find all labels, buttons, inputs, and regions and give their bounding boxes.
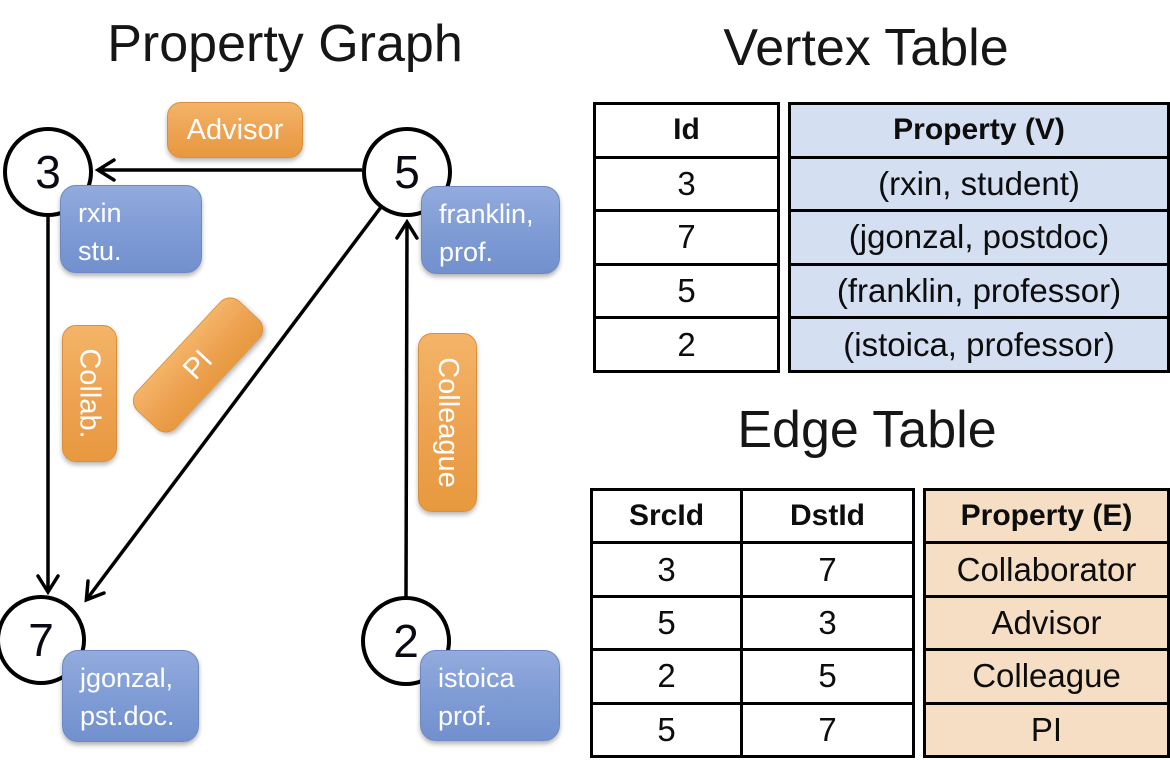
- edge-table-header-property: Property (E): [926, 491, 1167, 542]
- edge-label-text: Advisor: [186, 113, 284, 146]
- vertex-property-card-istoica: istoica prof.: [420, 650, 560, 741]
- vertex-property-cell: (istoica, professor): [791, 319, 1167, 370]
- edge-srcid-cell: 5: [593, 704, 743, 756]
- edge-label-collab: Collab.: [62, 325, 117, 462]
- vertex-id-cell: 7: [677, 218, 696, 256]
- card-line: franklin,: [439, 199, 534, 229]
- vertex-node-3-id: 3: [35, 146, 61, 198]
- edge-table-header-srcid: SrcId: [593, 491, 743, 542]
- property-graph-title: Property Graph: [107, 15, 463, 73]
- vertex-property-cell: (franklin, professor): [791, 265, 1167, 317]
- vertex-table-header-id: Id: [673, 113, 700, 147]
- edge-property-cell: Colleague: [926, 651, 1167, 702]
- vertex-node-5-id: 5: [394, 146, 420, 198]
- edge-srcid-cell: 2: [593, 651, 743, 702]
- edge-srcid-cell: 5: [593, 597, 743, 649]
- edge-label-text: Colleague: [432, 357, 465, 488]
- card-line: jgonzal,: [80, 663, 174, 693]
- edge-table: SrcId DstId 3 7 5 3 2 5 5 7 Property (E)…: [590, 488, 1170, 758]
- vertex-property-cell: (rxin, student): [791, 158, 1167, 210]
- vertex-node-5: 5: [362, 127, 452, 217]
- card-line: stu.: [78, 236, 122, 267]
- graph-edges-layer: [36, 158, 419, 603]
- edge-property-cell: Collaborator: [926, 544, 1167, 595]
- vertex-id-cell: 2: [677, 325, 696, 363]
- edge-dstid-cell: 7: [818, 710, 837, 748]
- card-line: prof.: [438, 701, 493, 732]
- vertex-property-cell: (jgonzal, postdoc): [791, 212, 1167, 263]
- vertex-table: Id 3 7 5 2 Property (V) (rxin, student) …: [593, 102, 1170, 373]
- card-line: prof.: [439, 237, 494, 268]
- edge-dstid-cell: 5: [818, 657, 837, 695]
- vertex-id-cell: 5: [677, 272, 696, 310]
- edge-table-title: Edge Table: [737, 401, 997, 459]
- edge-table-id-columns: SrcId DstId 3 7 5 3 2 5 5 7: [590, 488, 915, 758]
- edge-pi-line-5-to-7: [84, 205, 383, 603]
- edge-dstid-cell: 3: [818, 604, 837, 642]
- vertex-table-id-column: Id 3 7 5 2: [593, 102, 780, 373]
- card-line: rxin: [78, 198, 122, 228]
- edge-srcid-cell: 3: [593, 544, 743, 595]
- vertex-property-card-jgonzal: jgonzal, pst.doc.: [62, 650, 199, 742]
- edge-label-text: Collab.: [74, 348, 106, 439]
- edge-label-colleague: Colleague: [418, 333, 477, 512]
- edge-colleague-line-2-to-5: [395, 218, 419, 598]
- vertex-table-title: Vertex Table: [723, 19, 1009, 77]
- edge-label-advisor: Advisor: [167, 102, 303, 158]
- edge-property-cell: Advisor: [926, 597, 1167, 649]
- vertex-property-card-rxin: rxin stu.: [60, 185, 202, 273]
- edge-property-cell: PI: [926, 704, 1167, 756]
- card-line: istoica: [438, 663, 515, 693]
- vertex-property-card-franklin: franklin, prof.: [421, 186, 560, 274]
- vertex-node-2-id: 2: [393, 615, 419, 667]
- edge-table-property-column: Property (E) Collaborator Advisor Collea…: [923, 488, 1170, 758]
- edge-dstid-cell: 7: [818, 550, 837, 588]
- edge-table-header-dstid: DstId: [790, 499, 865, 533]
- vertex-id-cell: 3: [677, 164, 696, 202]
- vertex-table-property-column: Property (V) (rxin, student) (jgonzal, p…: [788, 102, 1170, 373]
- edge-label-text: PI: [176, 343, 219, 386]
- card-line: pst.doc.: [80, 701, 175, 732]
- vertex-table-header-property: Property (V): [791, 105, 1167, 156]
- vertex-node-7-id: 7: [28, 614, 54, 666]
